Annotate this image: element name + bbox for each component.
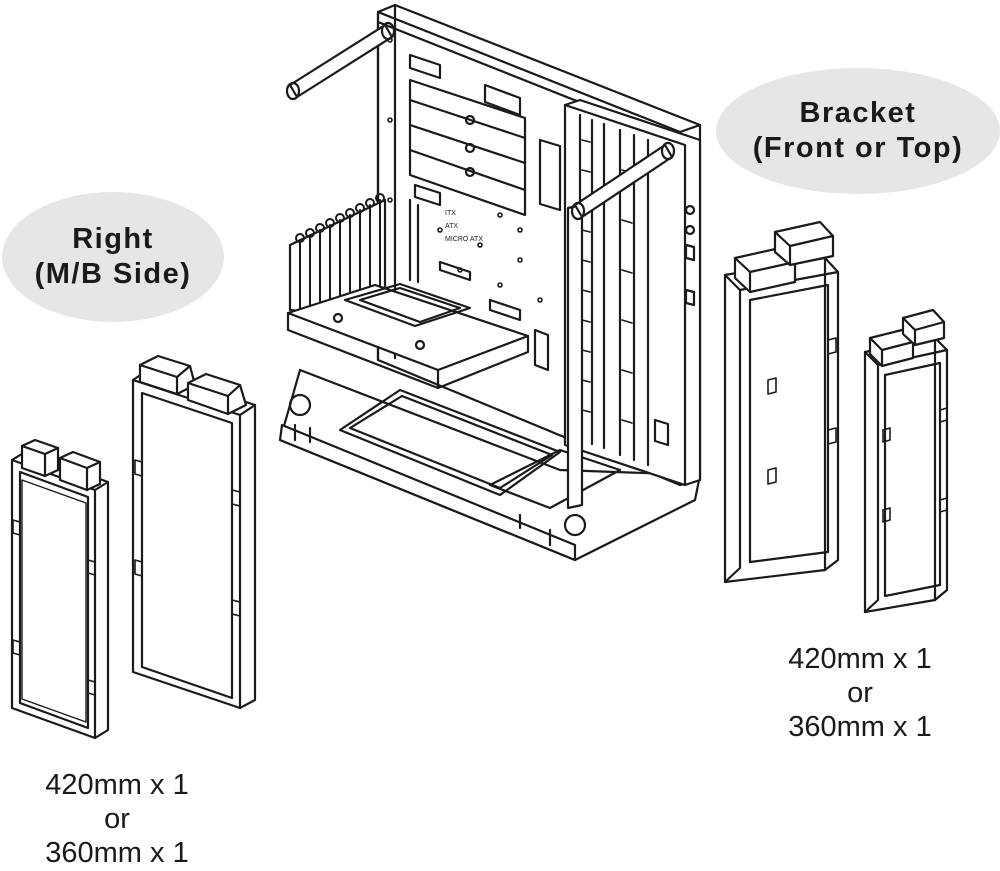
bracket-label-line2: (Front or Top) — [752, 132, 964, 164]
radiator-420-illustration — [723, 220, 840, 584]
radiator-360-illustration — [10, 438, 110, 740]
itx-marking: ITX — [445, 210, 456, 217]
bracket-label-line1: Bracket — [799, 97, 917, 130]
pc-case-illustration: ITX ATX MICRO ATX — [278, 3, 702, 562]
radiator-420-illustration — [131, 354, 257, 710]
right-side-label-line1: Right — [72, 223, 154, 256]
right-side-label-line2: (M/B Side) — [34, 258, 192, 290]
micro-atx-marking: MICRO ATX — [445, 236, 483, 243]
right-radiator-caption: 420mm x 1 or 360mm x 1 — [765, 642, 955, 745]
left-caption-line2: or — [104, 803, 130, 836]
right-side-label: Right (M/B Side) — [2, 192, 224, 322]
left-caption-line3: 360mm x 1 — [45, 837, 189, 870]
left-caption-line1: 420mm x 1 — [45, 769, 189, 801]
atx-marking: ATX — [445, 223, 458, 230]
right-caption-line3: 360mm x 1 — [788, 711, 932, 744]
bracket-label: Bracket (Front or Top) — [716, 68, 1000, 194]
left-radiator-caption: 420mm x 1 or 360mm x 1 — [22, 768, 212, 871]
radiator-360-illustration — [863, 308, 949, 614]
right-caption-line2: or — [847, 677, 873, 710]
right-caption-line1: 420mm x 1 — [788, 643, 932, 675]
